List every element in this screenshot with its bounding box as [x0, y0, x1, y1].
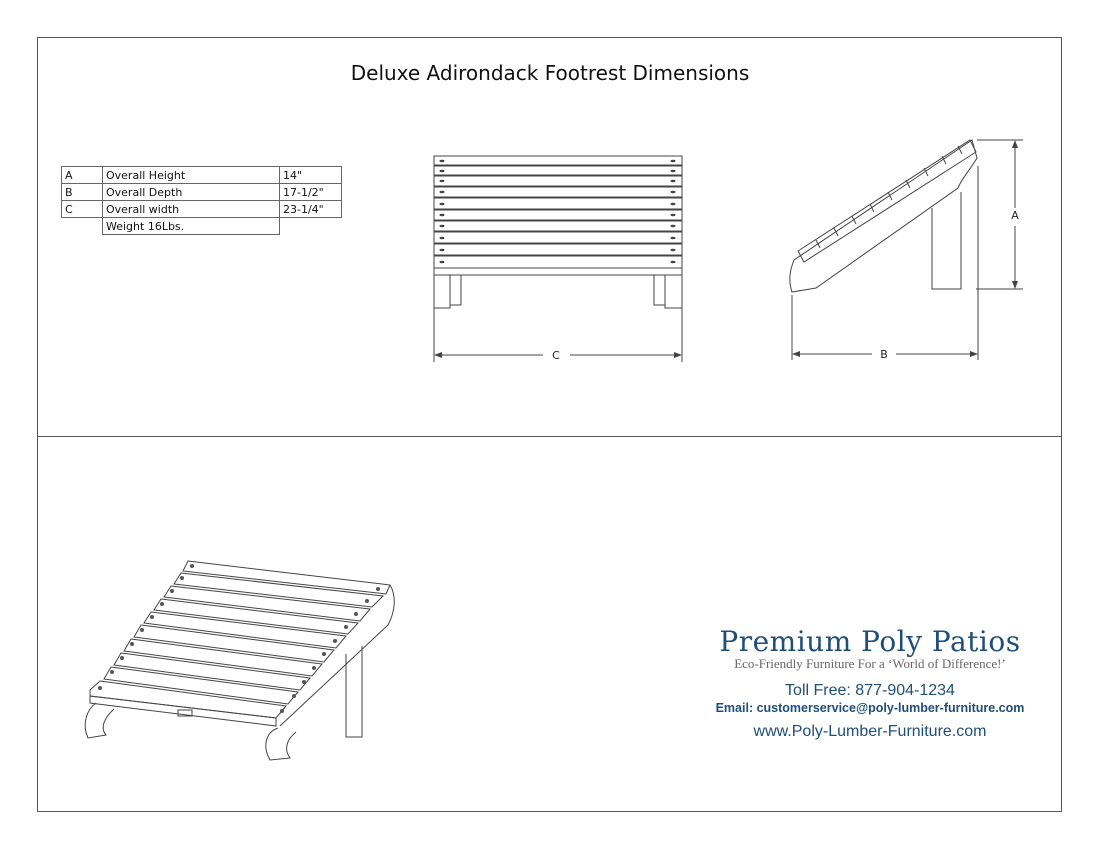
- weight-cell: Weight 16Lbs.: [102, 217, 280, 235]
- isometric-view-drawing: [84, 560, 395, 761]
- dim-name: Overall Height: [102, 166, 280, 184]
- table-row: Weight 16Lbs.: [62, 217, 342, 235]
- dim-value: 23-1/4": [279, 200, 342, 218]
- brand-name: Premium Poly Patios: [719, 625, 1021, 658]
- dim-key: B: [61, 183, 103, 201]
- side-view-drawing: A B: [789, 139, 1023, 361]
- table-row: A Overall Height 14": [61, 166, 342, 184]
- front-view-drawing: C: [433, 155, 683, 362]
- table-row: C Overall width 23-1/4": [61, 200, 342, 218]
- email-address: Email: customerservice@poly-lumber-furni…: [715, 701, 1025, 715]
- dim-key: A: [61, 166, 103, 184]
- table-row: B Overall Depth 17-1/2": [61, 183, 342, 201]
- phone-number: Toll Free: 877-904-1234: [785, 682, 955, 699]
- dim-value: 17-1/2": [279, 183, 342, 201]
- brand-tagline: Eco-Friendly Furniture For a ‘World of D…: [734, 656, 1006, 671]
- dim-value: 14": [279, 166, 342, 184]
- dimension-b-label: B: [880, 348, 888, 361]
- drawing-frame: [37, 37, 1062, 812]
- dimension-c-label: C: [552, 349, 560, 362]
- dim-name: Overall width: [102, 200, 280, 218]
- section-divider: [37, 436, 1062, 437]
- dim-name: Overall Depth: [102, 183, 280, 201]
- page-title: Deluxe Adirondack Footrest Dimensions: [350, 61, 750, 85]
- brand-block: Premium Poly Patios Eco-Friendly Furnitu…: [690, 625, 1050, 741]
- website-link[interactable]: www.Poly-Lumber-Furniture.com: [753, 723, 987, 740]
- dimensions-table: A Overall Height 14" B Overall Depth 17-…: [61, 166, 342, 235]
- dimension-a-label: A: [1011, 209, 1019, 222]
- dim-key: C: [61, 200, 103, 218]
